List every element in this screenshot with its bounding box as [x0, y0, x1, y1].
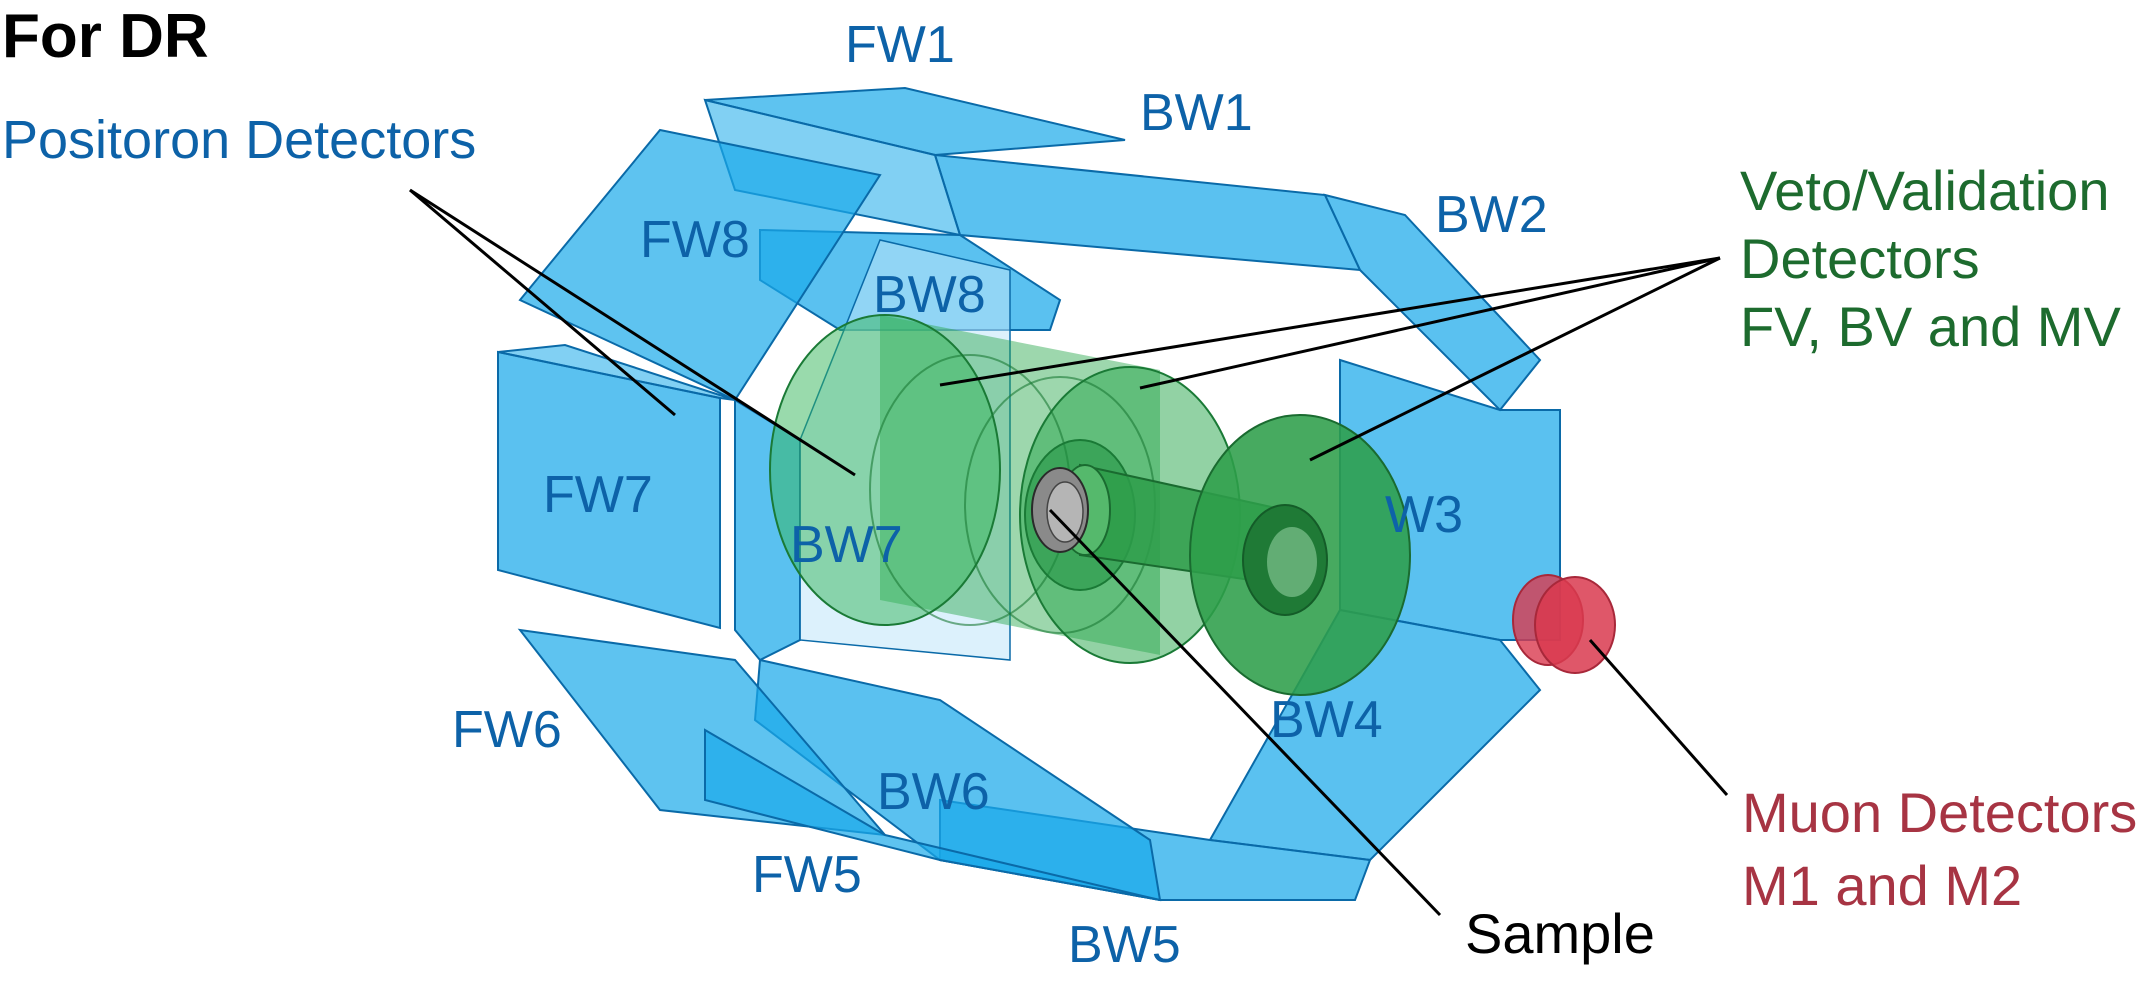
- veto-detectors: [769, 314, 1411, 696]
- veto-detectors-label-line2: Detectors: [1740, 227, 1980, 290]
- detector-label-bw4: BW4: [1270, 691, 1383, 749]
- muon-detectors: [1512, 574, 1616, 674]
- detector-label-bw5: BW5: [1068, 916, 1181, 974]
- veto-detectors-label-line3: FV, BV and MV: [1740, 295, 2121, 358]
- sample: [1031, 467, 1089, 553]
- leader-lines: [409, 188, 1729, 917]
- veto-mv-disk-hole-inner: [1267, 527, 1317, 597]
- detector-label-bw8: BW8: [873, 266, 986, 324]
- detector-label-bw3: W3: [1385, 486, 1463, 544]
- detector-label-bw2: BW2: [1435, 186, 1548, 244]
- detector-label-bw6: BW6: [877, 763, 990, 821]
- scintillator-bw1: [933, 153, 1362, 272]
- veto-leader-1: [939, 256, 1721, 387]
- diagram-title: For DR: [2, 2, 209, 71]
- detector-label-bw7: BW7: [790, 516, 903, 574]
- detector-label-fw6: FW6: [452, 701, 562, 759]
- muon-detectors-label-line1: Muon Detectors: [1742, 781, 2138, 844]
- detector-label-fw5: FW5: [752, 846, 862, 904]
- scintillator-bw4: [1208, 608, 1542, 862]
- muon-m2: [1534, 576, 1616, 674]
- detector-label-bw1: BW1: [1140, 84, 1253, 142]
- sample-leader: [1048, 508, 1442, 917]
- positron-leader-1: [409, 188, 676, 417]
- veto-fv-front: [769, 314, 1001, 626]
- sample-disk-face: [1046, 481, 1084, 543]
- detector-label-fw8: FW8: [640, 211, 750, 269]
- veto-detectors-label-line1: Veto/Validation: [1740, 159, 2110, 222]
- scintillator-fw7-side: [497, 343, 736, 401]
- positron-detectors-label: Positoron Detectors: [2, 110, 477, 170]
- veto-leader-3: [1309, 256, 1721, 462]
- scintillator-bw2: [1323, 193, 1542, 412]
- veto-leader-2: [1139, 256, 1721, 390]
- muon-detectors-label-line2: M1 and M2: [1742, 854, 2023, 917]
- sample-label: Sample: [1465, 902, 1655, 965]
- scintillator-fw5: [704, 728, 1161, 901]
- muon-leader: [1588, 639, 1729, 796]
- positron-leader-2: [409, 188, 856, 477]
- detector-label-fw1: FW1: [845, 16, 955, 74]
- detector-label-fw7: FW7: [543, 466, 653, 524]
